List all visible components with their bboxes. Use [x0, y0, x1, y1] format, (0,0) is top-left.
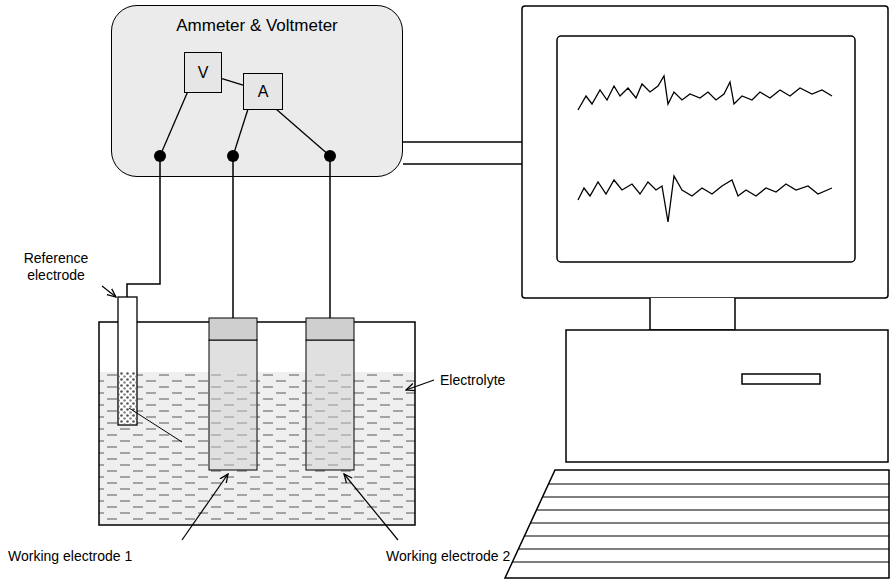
leader-line — [182, 474, 228, 540]
data-cable — [403, 163, 522, 164]
porous-tip — [119, 372, 136, 424]
reference-electrode — [118, 297, 137, 425]
working-electrode — [306, 340, 354, 470]
part-label: Working electrode 2 — [386, 548, 510, 565]
part-label: Working electrode 1 — [8, 548, 132, 565]
leader-line — [129, 408, 182, 442]
part-label: Electrolyte — [440, 372, 505, 389]
beaker — [99, 322, 415, 525]
instrument-panel — [111, 5, 403, 177]
ammeter-box: A — [243, 73, 283, 110]
instrument-box: Ammeter & VoltmeterV A — [111, 5, 403, 177]
leader-line — [102, 286, 116, 297]
working-electrode — [209, 340, 257, 470]
meter-symbol: A — [258, 83, 269, 101]
data-cable — [403, 141, 522, 142]
leader-line — [406, 380, 434, 390]
part-label: Reference electrode — [8, 250, 104, 284]
leader-line — [344, 474, 398, 540]
meter-symbol: V — [198, 64, 209, 82]
electrode-cap — [209, 318, 257, 340]
lead-wires — [127, 156, 330, 318]
terminal-dots — [154, 150, 336, 162]
instrument-title: Ammeter & Voltmeter — [112, 16, 402, 36]
computer — [505, 6, 889, 578]
meter-wire — [222, 79, 243, 86]
voltmeter-box: V — [184, 52, 222, 93]
electrode-cap — [306, 318, 354, 340]
